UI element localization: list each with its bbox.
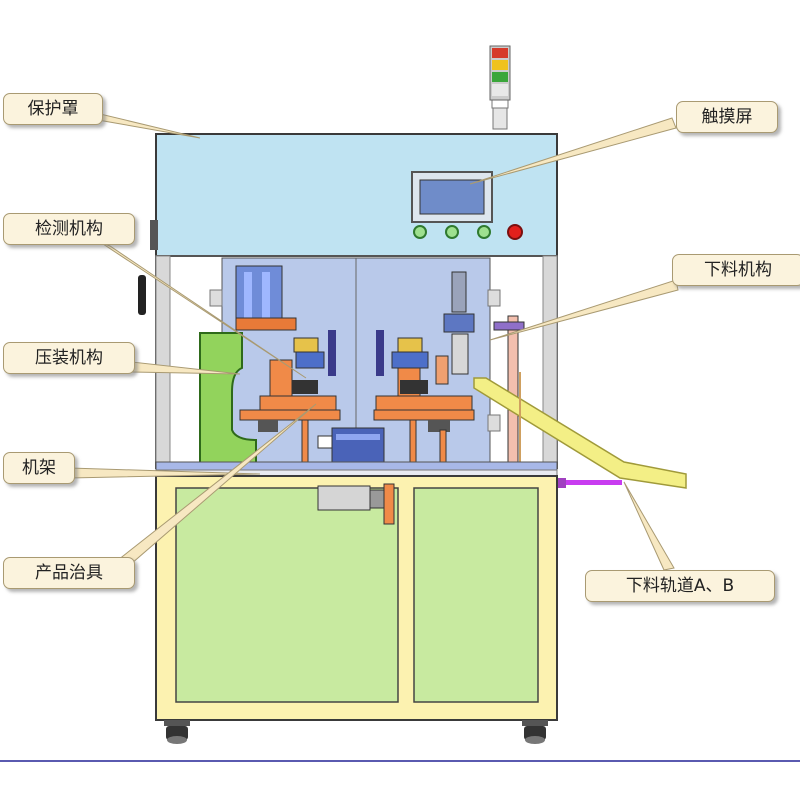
signal-tower-light-icon	[489, 45, 511, 130]
label-protective-cover: 保护罩	[3, 93, 103, 125]
cabinet-door-left	[175, 487, 399, 703]
label-inspection-mechanism: 检测机构	[3, 213, 135, 245]
label-press-mechanism: 压装机构	[3, 342, 135, 374]
leader-unloading-track	[623, 481, 675, 571]
label-frame: 机架	[3, 452, 75, 484]
label-product-fixture: 产品治具	[3, 557, 135, 589]
emergency-stop-button-icon	[507, 224, 523, 240]
leader-protective-cover	[90, 111, 201, 139]
bottom-divider	[0, 760, 800, 762]
leader-touch-screen	[469, 117, 677, 185]
caster-wheel-icon	[164, 720, 190, 744]
product-fixture	[373, 367, 475, 432]
label-unloading-track: 下料轨道A、B	[585, 570, 775, 602]
protective-cover-box	[155, 133, 558, 257]
product-fixture	[239, 359, 341, 432]
cabinet-door-right	[413, 487, 539, 703]
caster-wheel-icon	[522, 720, 548, 744]
label-unloading-mechanism: 下料机构	[672, 254, 800, 286]
start-button-icon	[413, 225, 427, 239]
unloading-chute	[473, 377, 687, 489]
button-icon	[477, 225, 491, 239]
label-touch-screen: 触摸屏	[676, 101, 778, 133]
touch-screen-icon	[411, 171, 493, 223]
press-mechanism	[199, 332, 257, 469]
button-icon	[445, 225, 459, 239]
